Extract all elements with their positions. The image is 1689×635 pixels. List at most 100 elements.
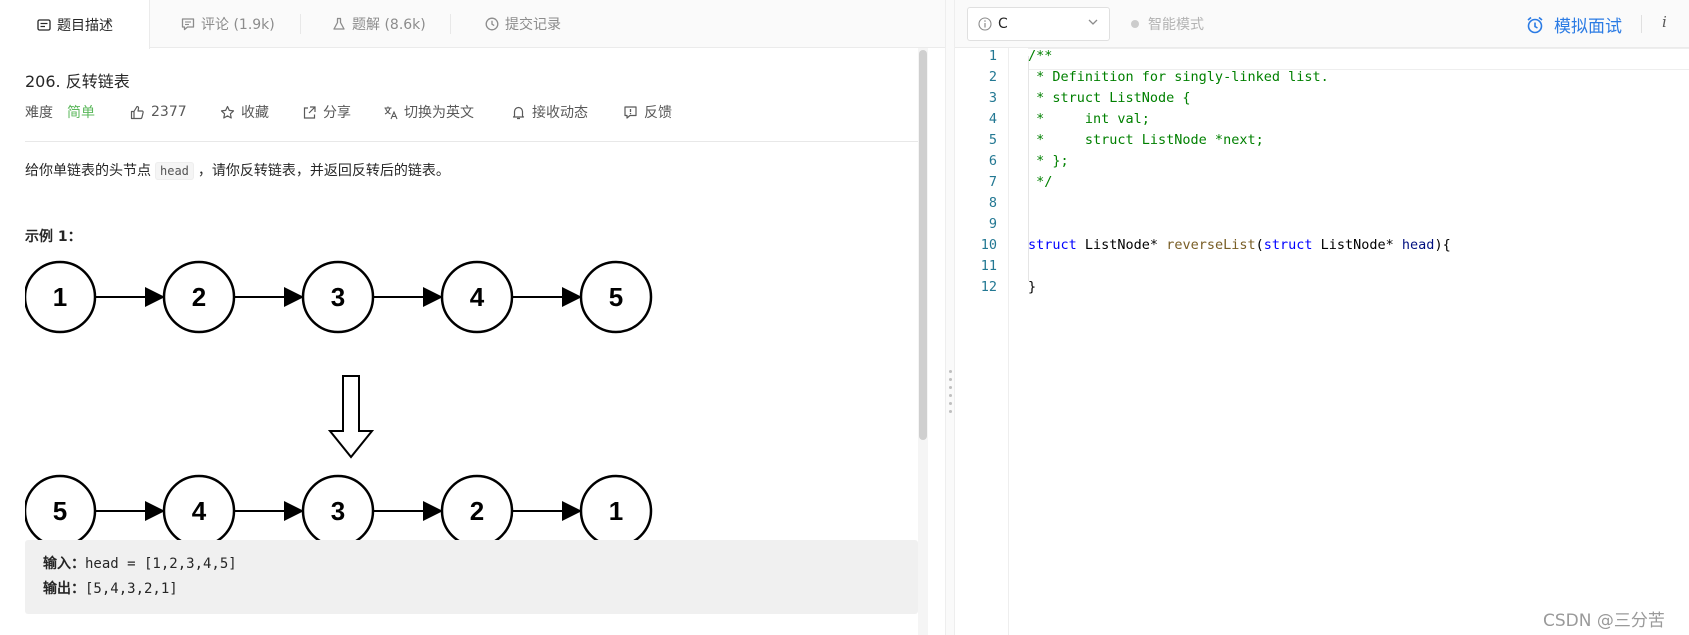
code-line: } <box>1028 279 1036 295</box>
tab-comments-label: 评论 (1.9k) <box>201 17 275 33</box>
tab-solutions[interactable]: 题解 (8.6k) <box>331 0 426 48</box>
splitter-grip-dot <box>949 402 952 405</box>
code-line: * int val; <box>1028 111 1150 127</box>
scrollbar-thumb[interactable] <box>919 50 927 440</box>
code-token: * int val; <box>1028 111 1150 127</box>
example-io-block: 输入：head = [1,2,3,4,5] 输出：[5,4,3,2,1] <box>25 540 918 614</box>
history-icon <box>484 16 500 32</box>
code-token: * Definition for singly-linked list. <box>1028 69 1329 85</box>
mock-interview-button[interactable]: 模拟面试 <box>1525 12 1622 37</box>
input-value: head = [1,2,3,4,5] <box>85 556 237 572</box>
problem-scrollbar[interactable] <box>918 48 928 635</box>
line-number: 2 <box>988 69 997 85</box>
reversed-list-node-value: 2 <box>470 496 484 526</box>
line-number: 12 <box>980 279 997 295</box>
editor-toolbar: C 智能模式 模拟面试 i <box>955 0 1689 48</box>
translate-icon <box>382 104 398 120</box>
mock-interview-label: 模拟面试 <box>1554 17 1622 37</box>
switch-language-label: 切换为英文 <box>404 105 474 121</box>
code-line: struct ListNode* reverseList(struct List… <box>1028 237 1451 253</box>
line-number: 8 <box>988 195 997 211</box>
original-list-node-value: 4 <box>470 282 485 312</box>
star-icon <box>219 104 235 120</box>
line-number: 7 <box>988 174 997 190</box>
smart-mode-toggle[interactable]: 智能模式 <box>1131 14 1204 34</box>
example-output: 输出：[5,4,3,2,1] <box>43 577 900 602</box>
original-list-node <box>440 260 514 334</box>
comment-icon <box>180 16 196 32</box>
splitter-grip-dot <box>949 394 952 397</box>
code-token: struct <box>1028 237 1077 253</box>
original-list-node-value: 2 <box>192 282 206 312</box>
original-list-node <box>579 260 653 334</box>
feedback-icon <box>622 104 638 120</box>
language-value: C <box>998 16 1008 32</box>
line-number: 9 <box>988 216 997 232</box>
flask-icon <box>331 16 347 32</box>
code-token: ListNode* <box>1312 237 1402 253</box>
like-count: 2377 <box>151 104 187 120</box>
switch-language-button[interactable]: 切换为英文 <box>382 102 474 122</box>
original-list-node-value: 1 <box>53 282 67 312</box>
description-icon <box>36 17 52 33</box>
thumbs-up-icon <box>129 104 145 120</box>
watermark: CSDN @三分苦 <box>1543 611 1665 631</box>
smart-mode-dot <box>1131 20 1139 28</box>
tab-divider <box>450 14 451 34</box>
reversed-list-node-value: 1 <box>609 496 623 526</box>
reversed-list-node-value: 5 <box>53 496 67 526</box>
language-select[interactable]: C <box>967 7 1110 41</box>
down-arrow <box>327 375 375 459</box>
tab-description[interactable]: 题目描述 <box>0 0 150 49</box>
tab-description-label: 题目描述 <box>57 17 113 34</box>
info-circle-icon <box>978 17 992 31</box>
share-button[interactable]: 分享 <box>301 102 351 122</box>
tab-submissions-label: 提交记录 <box>505 17 561 33</box>
original-list-node <box>301 260 375 334</box>
indent-guide <box>1028 56 1029 281</box>
original-list-node <box>25 260 97 334</box>
code-line: * }; <box>1028 153 1069 169</box>
tab-divider <box>300 14 301 34</box>
share-label: 分享 <box>323 105 351 121</box>
subscribe-button[interactable]: 接收动态 <box>510 102 588 122</box>
reversed-list-node-value: 3 <box>331 496 345 526</box>
original-list-node-value: 5 <box>609 282 623 312</box>
code-token: struct <box>1263 237 1313 253</box>
code-token: } <box>1028 279 1037 295</box>
desc-text-before: 给你单链表的头节点 <box>25 163 151 179</box>
toolbar-divider <box>1641 15 1642 33</box>
difficulty-badge: 简单 <box>67 105 95 121</box>
example-heading: 示例 1： <box>25 229 82 245</box>
feedback-button[interactable]: 反馈 <box>622 102 672 122</box>
code-token: /** <box>1028 48 1053 64</box>
pane-splitter[interactable] <box>945 0 955 635</box>
smart-mode-label: 智能模式 <box>1148 17 1204 33</box>
like-button[interactable]: 2377 <box>129 104 187 120</box>
code-token: ){ <box>1434 237 1451 253</box>
chevron-down-icon <box>1087 16 1099 32</box>
code-line: * struct ListNode *next; <box>1028 132 1264 148</box>
tab-submissions[interactable]: 提交记录 <box>484 0 561 48</box>
code-line: /** <box>1028 48 1052 64</box>
bell-icon <box>510 104 526 120</box>
code-line: * struct ListNode { <box>1028 90 1190 106</box>
code-token: */ <box>1028 174 1053 190</box>
code-line: * Definition for singly-linked list. <box>1028 69 1329 85</box>
line-number: 1 <box>988 48 997 64</box>
tab-solutions-label: 题解 (8.6k) <box>352 17 426 33</box>
output-label: 输出： <box>43 581 85 597</box>
meta-divider <box>25 141 918 142</box>
share-icon <box>301 104 317 120</box>
splitter-grip-dot <box>949 386 952 389</box>
info-button[interactable]: i <box>1662 13 1667 31</box>
tab-comments[interactable]: 评论 (1.9k) <box>180 0 275 48</box>
favorite-button[interactable]: 收藏 <box>219 102 269 122</box>
